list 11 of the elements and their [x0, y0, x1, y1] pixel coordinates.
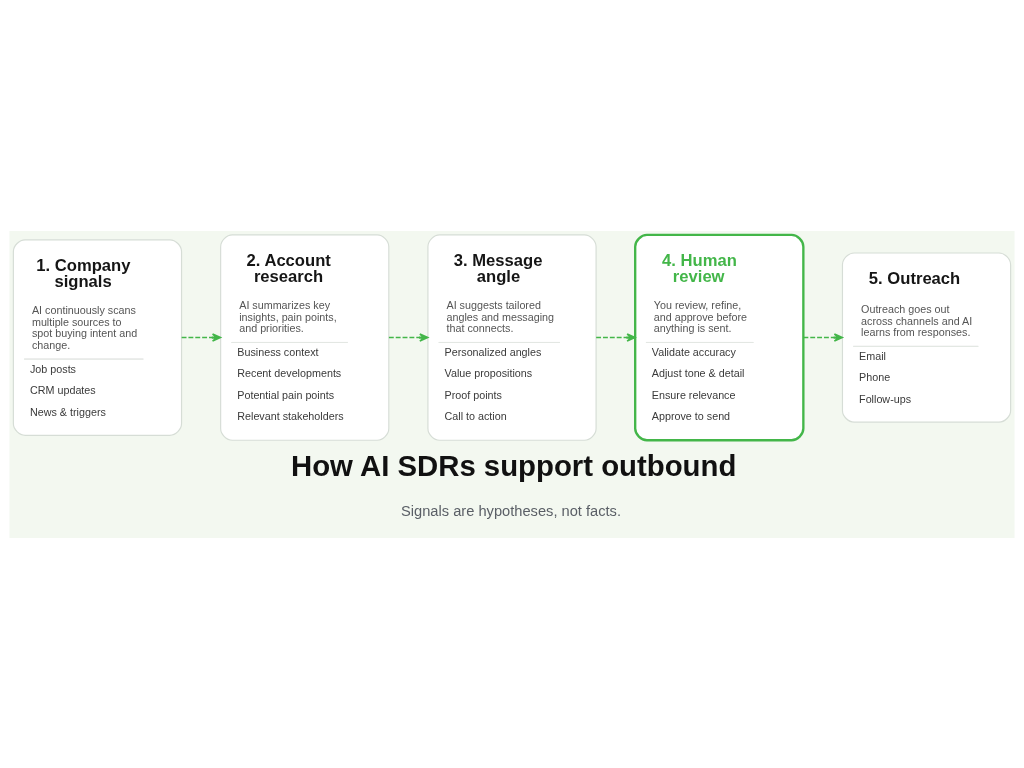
node-box: 4. Human review You review, refine, and approve before anything is sent. Validate accuracy Adjust tone & detail Ensure relevance Approve to send — [634, 233, 805, 441]
arrow — [180, 332, 222, 342]
node-box: 3. Message angle AI suggests tailored angles and messaging that connects. Personalized angles Value propositions Proof points Call to action — [427, 233, 597, 441]
arrow — [802, 332, 843, 342]
diagram-title: How AI SDRs support outbound — [291, 448, 737, 482]
arrow — [595, 332, 636, 342]
arrow — [388, 332, 429, 342]
caption: Signals are hypotheses, not facts. — [401, 502, 622, 519]
node-box: 1. Company signals AI continuously scans multiple sources to spot buying intent and change. Job posts CRM updates News & triggers — [12, 238, 183, 436]
node-box: 2. Account research AI summarizes key insights, pain points, and priorities. Business context Recent developments Potential pain points Relevant stakeholders — [220, 233, 390, 441]
node-box: 5. Outreach Outreach goes out across channels and AI learns from responses. Email Phone Follow-ups — [841, 251, 1012, 423]
